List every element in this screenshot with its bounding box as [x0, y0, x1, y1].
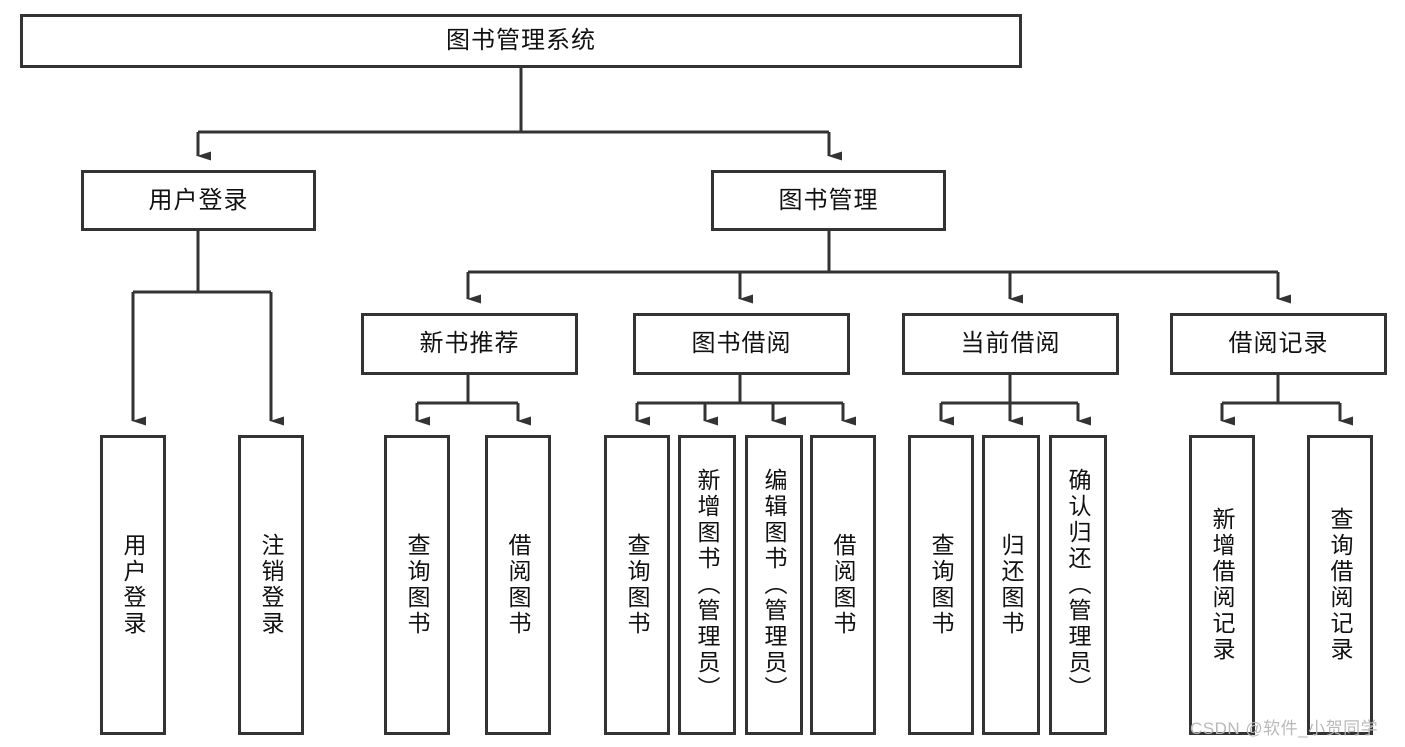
node-label: 用户登录 [148, 186, 249, 214]
node-label: 借阅图书 [830, 533, 857, 637]
node-book-management[interactable]: 图书管理 [711, 170, 946, 231]
leaf-new-book-query-book[interactable]: 查询图书 [384, 435, 450, 735]
node-label: 查询借阅记录 [1327, 507, 1354, 663]
leaf-book-borrow-query-book[interactable]: 查询图书 [604, 435, 670, 735]
node-new-book-recommend[interactable]: 新书推荐 [361, 313, 578, 375]
node-label: 借阅记录 [1228, 330, 1329, 358]
node-label: 归还图书 [998, 533, 1025, 637]
leaf-book-borrow-borrow-book[interactable]: 借阅图书 [810, 435, 876, 735]
leaf-user-login-login[interactable]: 用户登录 [100, 435, 166, 735]
node-label: 图书管理 [778, 186, 879, 214]
node-label: 确认归还（管理员） [1065, 468, 1092, 702]
leaf-borrow-record-add-record[interactable]: 新增借阅记录 [1189, 435, 1255, 735]
leaf-new-book-borrow-book[interactable]: 借阅图书 [485, 435, 551, 735]
node-label: 查询图书 [928, 533, 955, 637]
node-root-book-management-system[interactable]: 图书管理系统 [20, 14, 1022, 68]
leaf-book-borrow-add-book-admin[interactable]: 新增图书（管理员） [678, 435, 736, 735]
leaf-current-borrow-return-book[interactable]: 归还图书 [982, 435, 1040, 735]
node-label: 新增图书（管理员） [694, 468, 721, 702]
node-current-borrow[interactable]: 当前借阅 [902, 313, 1119, 375]
leaf-book-borrow-edit-book-admin[interactable]: 编辑图书（管理员） [745, 435, 803, 735]
node-label: 注销登录 [258, 533, 285, 637]
csdn-watermark: CSDN @软件_小贺同学 [1190, 719, 1379, 738]
node-label: 图书管理系统 [446, 27, 596, 55]
node-label: 查询图书 [404, 533, 431, 637]
node-book-borrow[interactable]: 图书借阅 [633, 313, 850, 375]
leaf-user-login-logout[interactable]: 注销登录 [238, 435, 304, 735]
node-label: 图书借阅 [691, 330, 792, 358]
node-label: 新增借阅记录 [1209, 507, 1236, 663]
node-label: 查询图书 [624, 533, 651, 637]
node-user-login[interactable]: 用户登录 [81, 170, 316, 231]
leaf-borrow-record-query-record[interactable]: 查询借阅记录 [1307, 435, 1373, 735]
node-label: 当前借阅 [960, 330, 1061, 358]
leaf-current-borrow-confirm-return-admin[interactable]: 确认归还（管理员） [1049, 435, 1107, 735]
leaf-current-borrow-query-book[interactable]: 查询图书 [908, 435, 974, 735]
node-label: 编辑图书（管理员） [761, 468, 788, 702]
node-borrow-record[interactable]: 借阅记录 [1170, 313, 1387, 375]
node-label: 新书推荐 [419, 330, 520, 358]
node-label: 用户登录 [120, 533, 147, 637]
node-label: 借阅图书 [505, 533, 532, 637]
